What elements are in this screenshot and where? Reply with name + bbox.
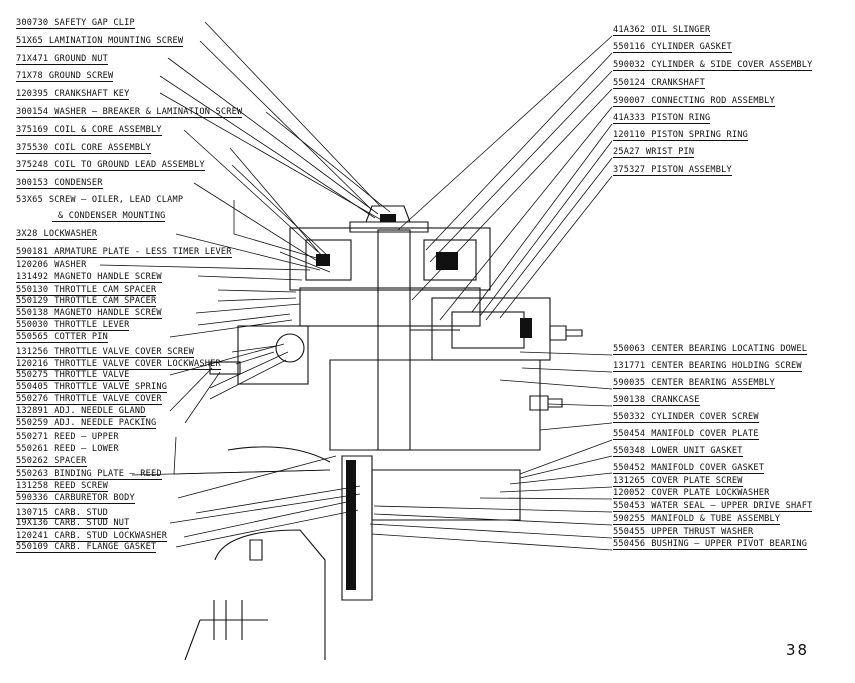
page-number: 38	[786, 641, 810, 659]
crankcase-lower	[329, 359, 541, 451]
clamp-screw	[200, 600, 268, 640]
cowling-curve	[227, 446, 331, 463]
lower-bracket	[214, 529, 326, 660]
crankshaft	[377, 229, 411, 451]
clamp-handle	[184, 619, 201, 661]
crankcase-upper	[299, 287, 481, 327]
starter-cup	[365, 205, 411, 223]
coil-block-left	[305, 239, 352, 281]
spark-plug-upper	[549, 325, 583, 341]
right-leader-lines	[369, 35, 613, 551]
flywheel-housing	[289, 227, 491, 291]
carburetor-body	[237, 325, 309, 385]
throttle-valve	[275, 333, 305, 363]
left-leader-lines	[99, 21, 391, 548]
spark-plug-lower	[529, 395, 563, 411]
manifold-cover-plate	[371, 469, 521, 521]
bracket-nut	[249, 539, 263, 561]
adjustment-needle	[209, 361, 241, 375]
coil-block-right	[423, 239, 477, 281]
left-callout-item: & CONDENSER MOUNTING	[52, 211, 166, 222]
cylinder	[431, 297, 551, 361]
drive-shaft-housing	[341, 455, 373, 601]
